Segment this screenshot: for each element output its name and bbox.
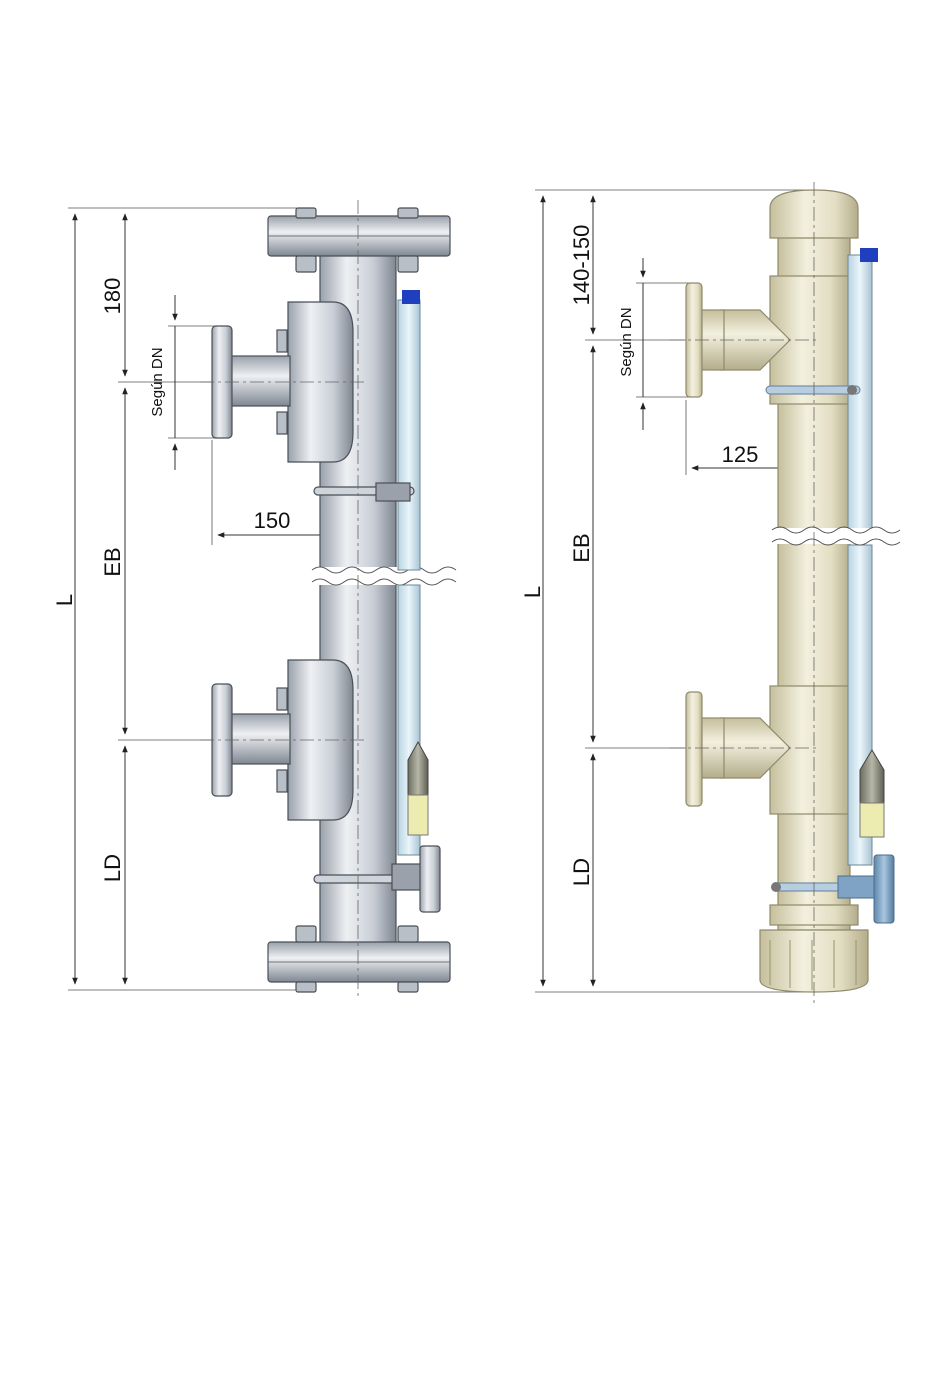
right-label-top-offset: 140-150 [569,225,594,306]
left-label-eb: EB [100,547,125,576]
left-label-connection-size: Según DN [149,347,166,416]
right-label-ld: LD [569,858,594,886]
left-indicator-cap [402,290,420,304]
right-upper-tee [686,276,850,404]
left-label-l: L [52,594,77,606]
right-label-lateral-distance: 125 [722,442,759,467]
right-break-mark [770,527,900,545]
right-label-l: L [520,586,545,598]
right-level-indicator [848,248,884,865]
right-indicator-cap [860,248,878,262]
right-lower-tee [686,686,850,814]
right-label-connection-size: Según DN [618,307,635,376]
right-label-eb: EB [569,533,594,562]
left-gauge: L 180 EB LD Según DN 150 [52,200,456,1000]
left-label-lateral-distance: 150 [254,508,291,533]
left-break-mark [310,567,456,585]
left-label-ld: LD [100,854,125,882]
left-label-top-offset: 180 [100,278,125,315]
right-gauge: L 140-150 EB LD Según DN 125 [520,182,900,1005]
